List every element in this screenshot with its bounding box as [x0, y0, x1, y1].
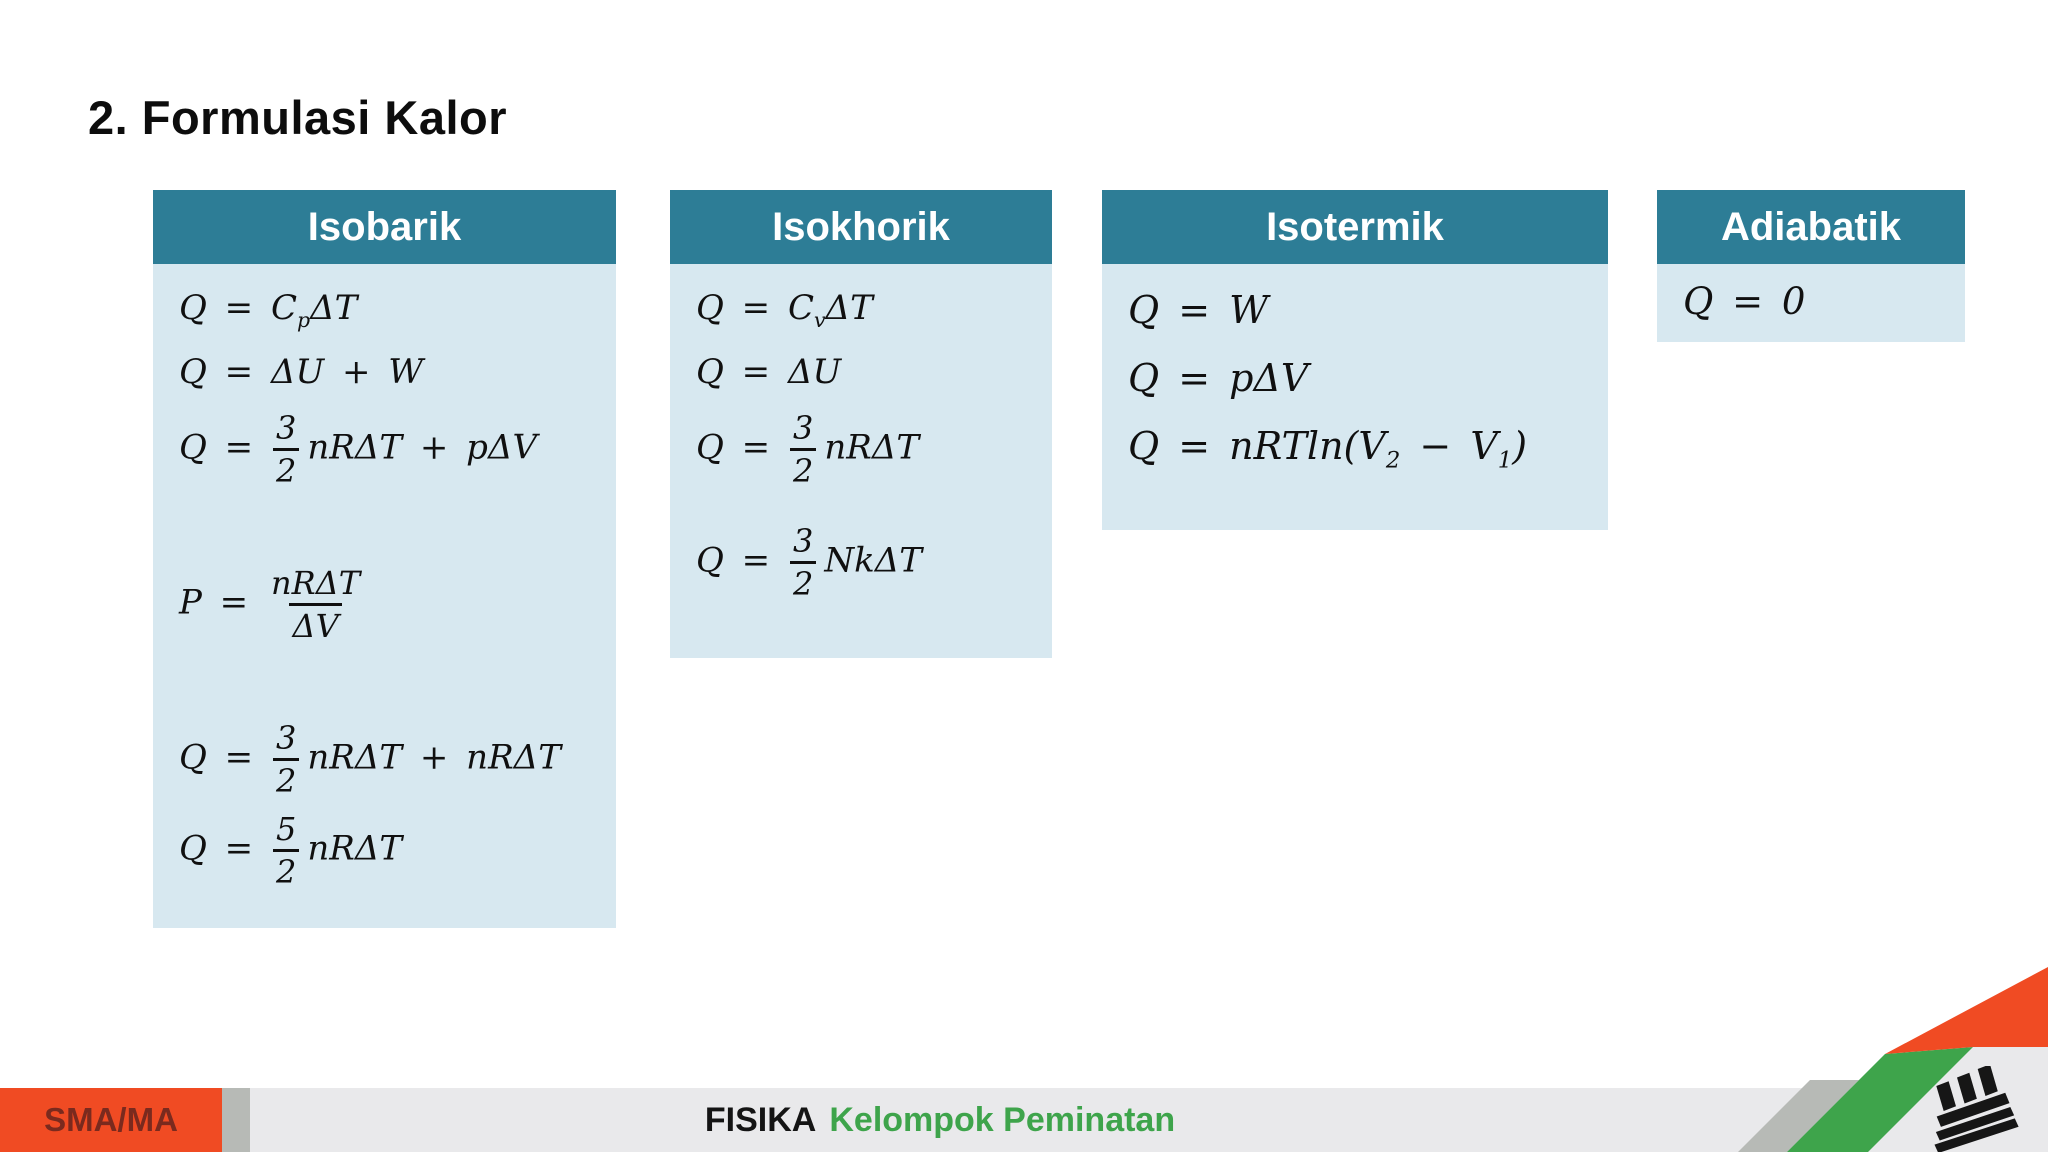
orange-stripe: [1885, 967, 2048, 1054]
badge-separator: [222, 1088, 250, 1152]
level-badge: SMA/MA: [0, 1088, 222, 1152]
formula: Q = W: [1128, 288, 1269, 332]
formula: Q = ΔU: [696, 352, 842, 392]
footer-subject-label: FISIKA: [704, 1100, 817, 1139]
column-isotermik: Isotermik Q = W Q = pΔV Q = nRTln(V2 − V1): [1102, 190, 1608, 530]
column-header-isobarik: Isobarik: [153, 190, 616, 264]
footer-bar: [0, 1088, 2048, 1152]
formula: Q = ΔU + W: [179, 352, 424, 392]
column-adiabatik: Adiabatik Q = 0: [1657, 190, 1965, 342]
column-header-isokhorik: Isokhorik: [670, 190, 1052, 264]
formula: Q = CpΔT: [179, 288, 358, 332]
formula: Q = nRTln(V2 − V1): [1128, 424, 1528, 474]
formula: Q = 0: [1683, 280, 1806, 323]
formula-list-adiabatik: Q = 0: [1657, 264, 1965, 342]
footer-series-title: FISIKA Kelompok Peminatan: [705, 1088, 1175, 1152]
formula: Q = pΔV: [1128, 356, 1309, 400]
footer-series-label: Kelompok Peminatan: [829, 1100, 1176, 1139]
stacked-books-logo-icon: [1934, 1066, 2019, 1152]
column-header-adiabatik: Adiabatik: [1657, 190, 1965, 264]
formula: Q = CvΔT: [696, 288, 873, 332]
column-header-isotermik: Isotermik: [1102, 190, 1608, 264]
slide-title: 2. Formulasi Kalor: [88, 91, 508, 144]
level-badge-label: SMA/MA: [44, 1101, 178, 1138]
formula-list-isotermik: Q = W Q = pΔV Q = nRTln(V2 − V1): [1102, 264, 1608, 530]
